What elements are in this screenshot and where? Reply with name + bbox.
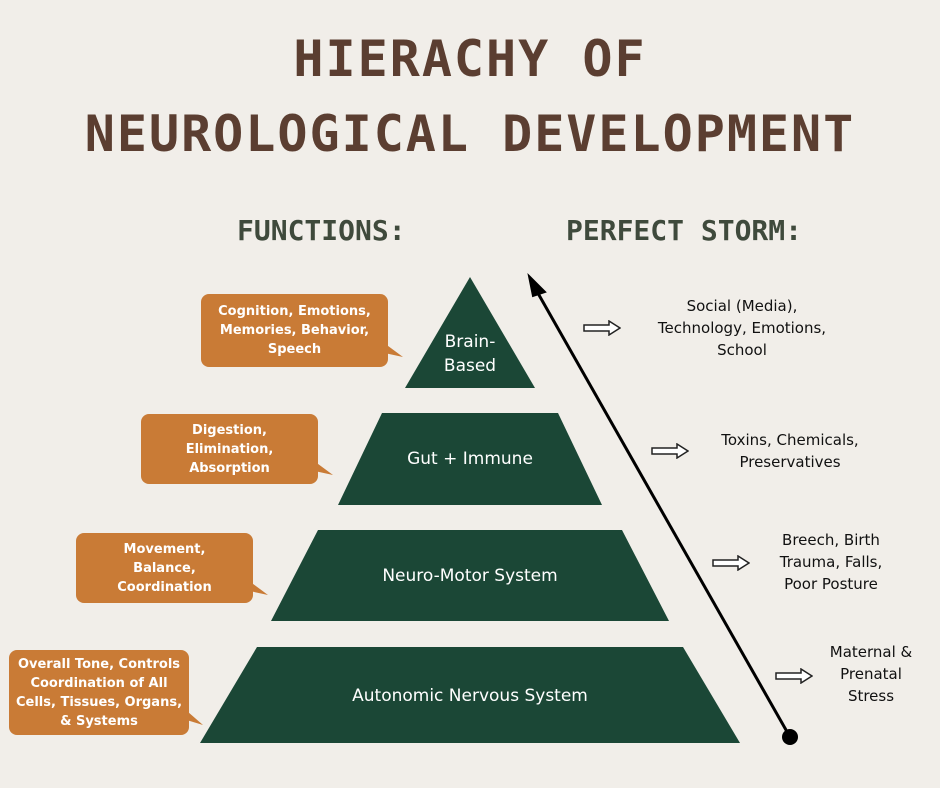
storm-line: Social (Media),: [686, 297, 798, 315]
tier-label-gut: Gut + Immune: [407, 449, 533, 469]
pyramid-tier-autonomic: [200, 647, 740, 743]
storm-text-brain: Social (Media), Technology, Emotions, Sc…: [658, 295, 826, 361]
storm-line: Maternal &: [829, 643, 913, 661]
function-bubble-autonomic: Overall Tone, Controls Coordination of A…: [9, 650, 189, 735]
storm-line: School: [717, 341, 767, 359]
storm-line: Toxins, Chemicals,: [721, 431, 859, 449]
tier-label-line: Based: [443, 356, 497, 376]
title-line-1: HIERACHY OF: [293, 30, 647, 88]
function-text: Digestion, Elimination, Absorption: [185, 422, 274, 476]
storm-line: Stress: [847, 687, 895, 705]
storm-line: Preservatives: [739, 453, 841, 471]
tier-label-brain: Brain- Based: [405, 330, 535, 378]
storm-line: Prenatal: [840, 665, 902, 683]
storm-text-autonomic: Maternal & Prenatal Stress: [830, 641, 912, 707]
title-line-2: NEUROLOGICAL DEVELOPMENT: [84, 105, 856, 163]
hand-drawn-arrow-icon: [712, 555, 750, 571]
storm-line: Trauma, Falls,: [779, 553, 883, 571]
pyramid-tier-brain: [405, 277, 535, 388]
pyramid-tier-neuro-motor: [271, 530, 669, 621]
pyramid-tier-gut: [338, 413, 602, 505]
function-bubble-gut: Digestion, Elimination, Absorption: [141, 414, 318, 484]
function-bubble-neuro-motor: Movement, Balance, Coordination: [76, 533, 253, 603]
trend-arrow-dot: [782, 729, 798, 745]
hand-drawn-arrow-icon: [775, 668, 813, 684]
storm-line: Poor Posture: [784, 575, 878, 593]
hand-drawn-arrow-icon: [583, 320, 621, 336]
trend-arrow-line: [533, 287, 792, 738]
hand-drawn-arrow-icon: [651, 443, 689, 459]
trend-arrow-head: [527, 272, 547, 298]
function-text: Overall Tone, Controls Coordination of A…: [15, 656, 183, 729]
storm-line: Breech, Birth: [782, 531, 880, 549]
function-bubble-brain: Cognition, Emotions, Memories, Behavior,…: [201, 294, 388, 367]
perfect-storm-heading: PERFECT STORM:: [566, 214, 803, 247]
storm-line: Technology, Emotions,: [657, 319, 827, 337]
tier-label-autonomic: Autonomic Nervous System: [352, 686, 588, 706]
tier-label-line: Brain-: [444, 332, 496, 352]
storm-text-neuro-motor: Breech, Birth Trauma, Falls, Poor Postur…: [780, 529, 883, 595]
storm-text-gut: Toxins, Chemicals, Preservatives: [721, 429, 858, 473]
function-text: Movement, Balance, Coordination: [117, 541, 212, 595]
functions-heading: FUNCTIONS:: [237, 214, 406, 247]
function-text: Cognition, Emotions, Memories, Behavior,…: [218, 304, 371, 357]
tier-label-neuro-motor: Neuro-Motor System: [382, 566, 558, 586]
